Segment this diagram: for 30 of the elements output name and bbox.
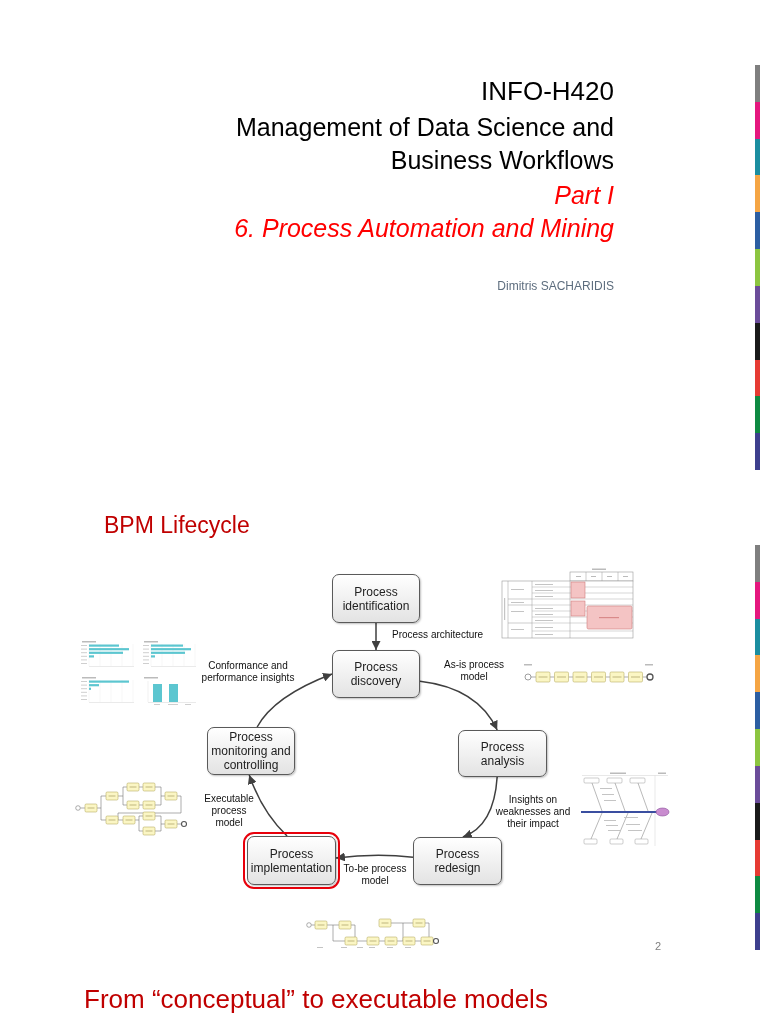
stage-name: Process redesign [433,847,482,875]
process-box [458,730,547,777]
stage-name: Process identification [341,584,411,613]
course-title: Management of Data Science and Business Workflows [235,112,614,176]
edge-label: To-be process model [342,863,408,887]
author-name: Dimitris SACHARIDIS [497,278,614,294]
edge-label: Insights on weaknesses and their impact [494,794,572,830]
arrow [248,774,288,837]
stage-name: Process discovery [349,660,403,688]
process-box [332,650,420,698]
edge-label: Executable process model [203,793,255,829]
course-code: INFO-H420 [481,75,614,108]
page-number: 2 [655,939,662,953]
edge-label: As-is process model [443,659,505,683]
process-box [413,837,502,885]
arrow [335,852,414,862]
stage-name: Process monitoring and controlling [210,730,292,772]
arrow [462,776,498,838]
part-label: Part I [554,180,614,211]
arrow [419,680,498,731]
chapter-title: 6. Process Automation and Mining [234,213,614,244]
process-box [332,574,420,623]
stage-name: Process analysis [479,739,526,768]
edge-label: Process architecture [392,629,485,641]
slide-heading: From “conceptual” to executable models [84,983,548,1015]
edge-label: Conformance and performance insights [200,660,296,684]
slide-heading: BPM Lifecycle [104,511,250,540]
arrow [256,673,333,728]
arrow [371,622,381,651]
stage-name: Process implementation [249,846,334,875]
